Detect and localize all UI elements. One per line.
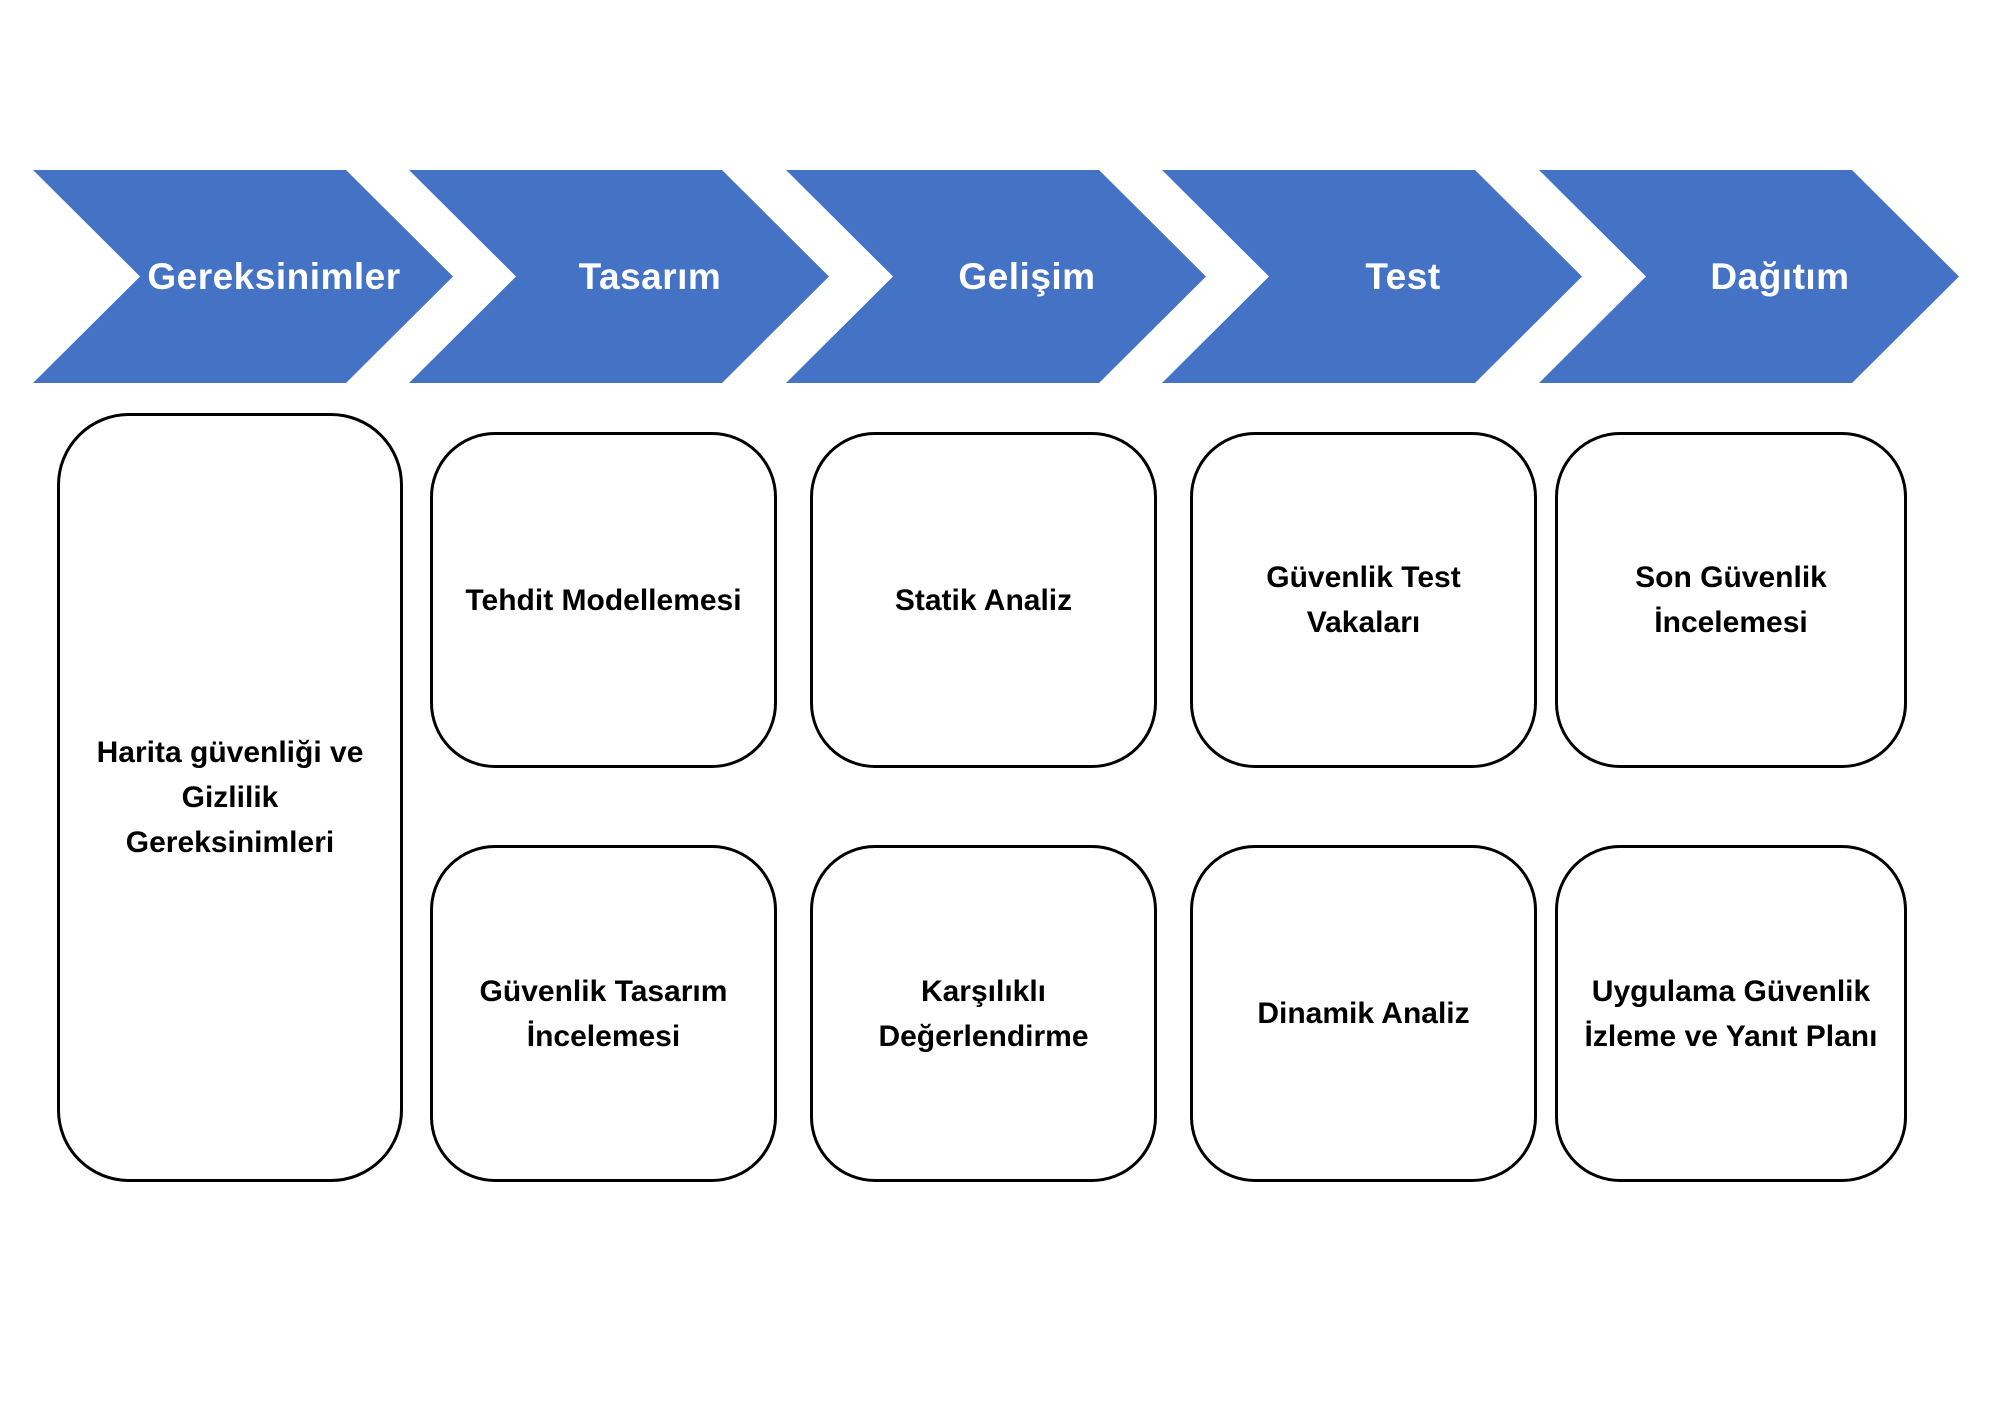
stage-arrow-design-label: Tasarım bbox=[578, 255, 722, 297]
activity-box-label: Tehdit Modellemesi bbox=[465, 583, 742, 617]
stage-arrow-design: Tasarım bbox=[409, 170, 829, 383]
stage-arrow-development-label: Gelişim bbox=[958, 255, 1096, 297]
stage-arrow-deployment: Dağıtım bbox=[1539, 170, 1959, 383]
stage-arrow-deployment-label: Dağıtım bbox=[1710, 255, 1850, 297]
activity-box-label: Güvenlik Test Vakaları bbox=[1266, 561, 1461, 639]
activity-box-static-analysis: Statik Analiz bbox=[810, 432, 1157, 768]
stage-arrow-test-label: Test bbox=[1365, 255, 1441, 297]
stage-arrow-test: Test bbox=[1162, 170, 1582, 383]
activity-box-label: Güvenlik Tasarım İncelemesi bbox=[479, 974, 728, 1053]
activity-box-security-design-review: Güvenlik Tasarım İncelemesi bbox=[430, 845, 777, 1182]
activity-box-peer-review: Karşılıklı Değerlendirme bbox=[810, 845, 1157, 1182]
stage-arrow-requirements-label: Gereksinimler bbox=[147, 255, 401, 297]
activity-box-map-security-privacy-requirements: Harita güvenliği ve Gizlilik Gereksiniml… bbox=[57, 413, 403, 1182]
activity-box-security-test-cases: Güvenlik Test Vakaları bbox=[1190, 432, 1537, 768]
stage-arrow-requirements: Gereksinimler bbox=[33, 170, 453, 383]
activity-box-dynamic-analysis: Dinamik Analiz bbox=[1190, 845, 1537, 1182]
stage-arrow-development: Gelişim bbox=[786, 170, 1206, 383]
activity-box-label: Uygulama Güvenlik İzleme ve Yanıt Planı bbox=[1584, 974, 1878, 1053]
activity-box-label: Statik Analiz bbox=[894, 583, 1073, 617]
activity-box-label: Dinamik Analiz bbox=[1257, 997, 1470, 1030]
activity-box-final-security-review: Son Güvenlik İncelemesi bbox=[1555, 432, 1907, 768]
activity-box-label: Karşılıklı Değerlendirme bbox=[878, 974, 1089, 1053]
activity-box-label: Son Güvenlik İncelemesi bbox=[1635, 561, 1827, 639]
activity-box-threat-modeling: Tehdit Modellemesi bbox=[430, 432, 777, 768]
activity-box-label: Harita güvenliği ve Gizlilik Gereksiniml… bbox=[96, 736, 364, 859]
activity-box-appsec-monitoring-response-plan: Uygulama Güvenlik İzleme ve Yanıt Planı bbox=[1555, 845, 1907, 1182]
